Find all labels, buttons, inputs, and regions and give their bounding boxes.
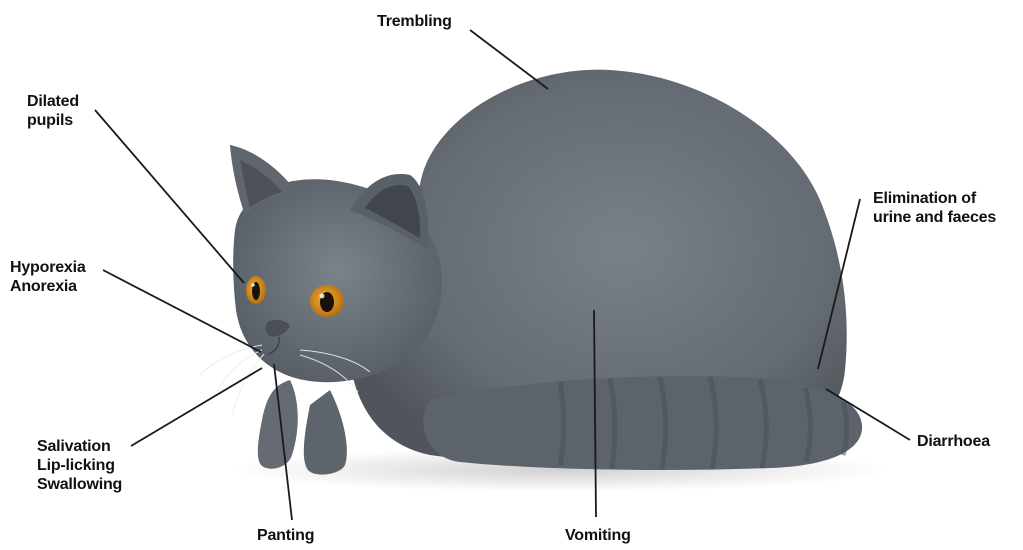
label-panting: Panting bbox=[257, 526, 314, 545]
label-diarrhoea: Diarrhoea bbox=[917, 432, 990, 451]
cat-tail bbox=[423, 376, 862, 470]
label-trembling: Trembling bbox=[377, 12, 452, 31]
leader-salivation bbox=[131, 368, 262, 446]
leader-dilated-pupils bbox=[95, 110, 244, 283]
label-hyporexia-anorexia: Hyporexia Anorexia bbox=[10, 258, 86, 296]
leader-trembling bbox=[470, 30, 548, 89]
label-elimination: Elimination of urine and faeces bbox=[873, 189, 996, 227]
label-dilated-pupils: Dilated pupils bbox=[27, 92, 79, 130]
label-vomiting: Vomiting bbox=[565, 526, 631, 545]
cat-front-leg-right bbox=[304, 390, 347, 475]
label-salivation: Salivation Lip-licking Swallowing bbox=[37, 437, 122, 494]
